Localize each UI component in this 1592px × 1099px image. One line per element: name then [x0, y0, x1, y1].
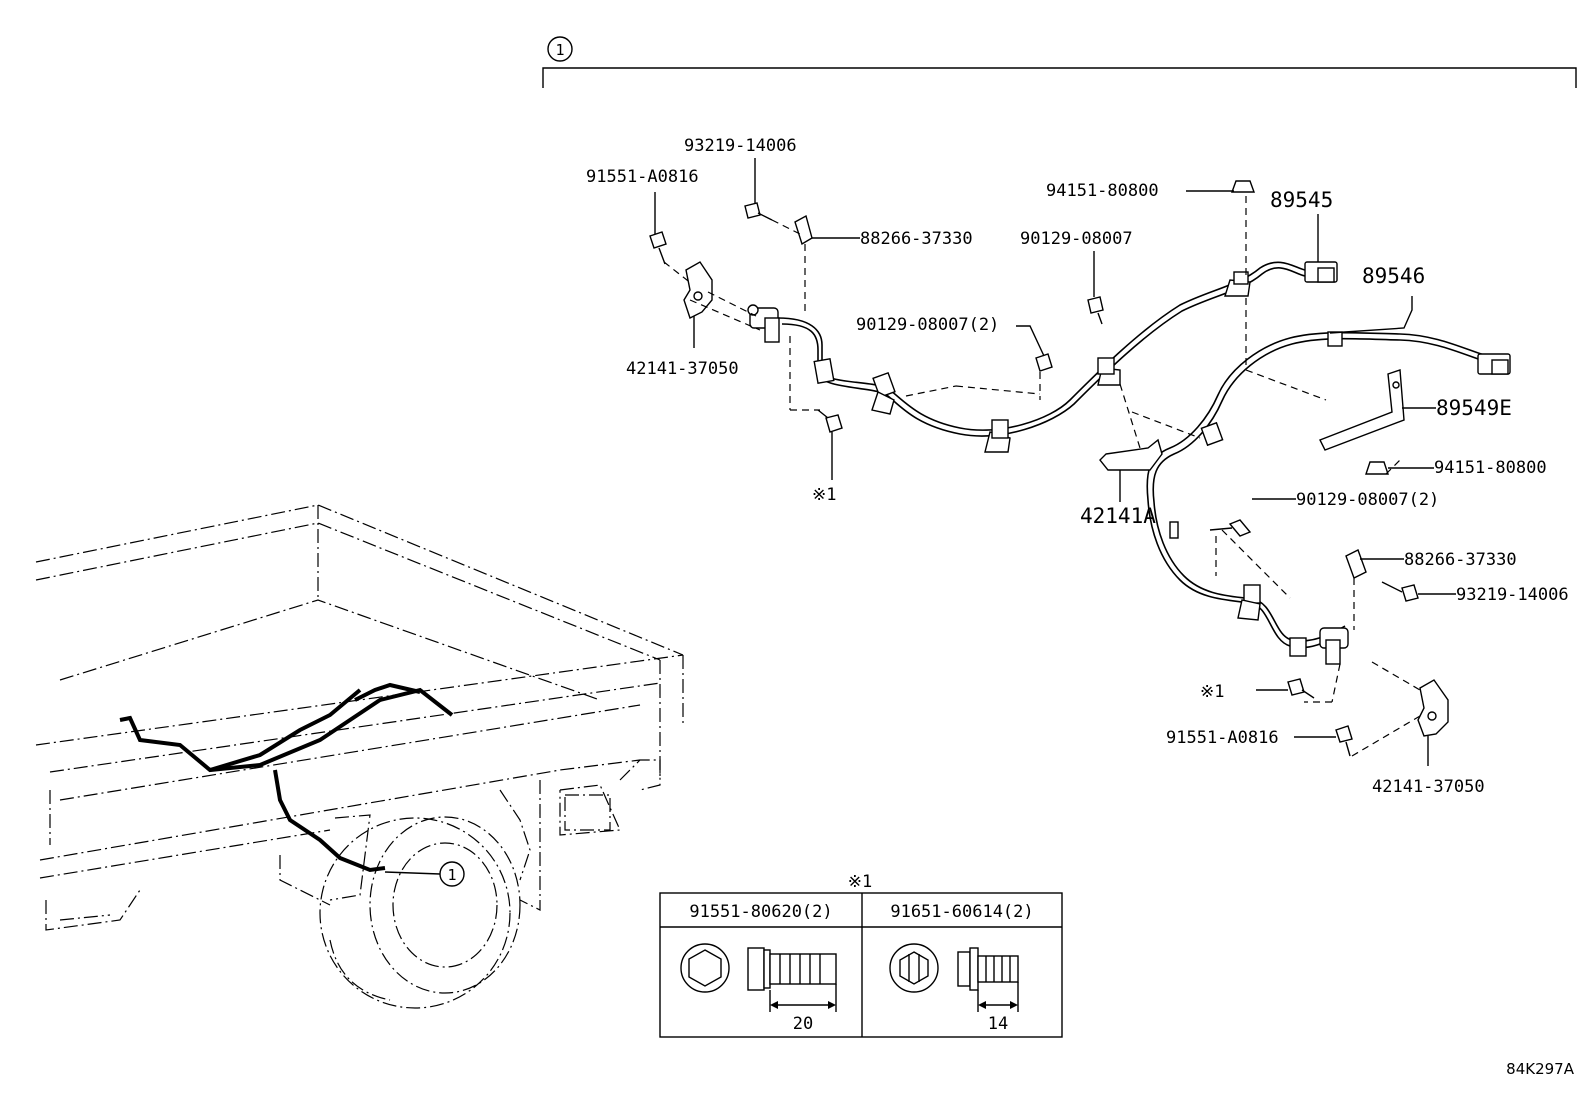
- nut-94151-top: [1231, 180, 1255, 193]
- truck-callout-number: 1: [447, 866, 456, 884]
- bolt-90129-mid: [1035, 353, 1053, 372]
- inset-col2-part: 91651-60614(2): [890, 902, 1033, 922]
- washer-bolt-drawing: 14: [889, 943, 1019, 1034]
- illustration-code: 84K297A: [1506, 1060, 1575, 1078]
- label-42141A: 42141A: [1080, 504, 1156, 528]
- inset-title: ※1: [848, 872, 872, 892]
- label-91551-top: 91551-A0816: [586, 167, 699, 187]
- label-89549E: 89549E: [1436, 396, 1512, 420]
- label-88266-right: 88266-37330: [1404, 550, 1517, 570]
- label-94151-top: 94151-80800: [1046, 181, 1159, 201]
- fastener-91551-right: [1335, 725, 1353, 757]
- callout-number: 1: [555, 41, 564, 59]
- clamp-88266-right: [1345, 549, 1367, 579]
- note-ref-right: ※1: [1200, 682, 1224, 702]
- label-42141-right: 42141-37050: [1372, 777, 1485, 797]
- clamp-88266-left: [794, 214, 813, 246]
- label-93219-right: 93219-14006: [1456, 585, 1569, 605]
- label-91551-right: 91551-A0816: [1166, 728, 1279, 748]
- bolt-93219-left: [744, 202, 773, 221]
- label-88266-top: 88266-37330: [860, 229, 973, 249]
- label-93219-top: 93219-14006: [684, 136, 797, 156]
- part-labels: 93219-14006 91551-A0816 88266-37330 4214…: [586, 136, 1569, 797]
- bracket-42141A: [1099, 438, 1163, 471]
- label-89545: 89545: [1270, 188, 1333, 212]
- bracket-42141-37050-right: [1417, 679, 1449, 737]
- inset-col1-part: 91551-80620(2): [689, 902, 832, 922]
- fastener-inset-table: ※1 91551-80620(2) 91651-60614(2) 20: [659, 872, 1063, 1038]
- callout-bracket: 1: [542, 36, 1577, 88]
- label-90129-right: 90129-08007(2): [1296, 490, 1439, 510]
- harness-89545: [747, 261, 1338, 453]
- label-90129-top: 90129-08007: [1020, 229, 1133, 249]
- label-94151-right: 94151-80800: [1434, 458, 1547, 478]
- label-42141-top: 42141-37050: [626, 359, 739, 379]
- assembly-lines: [663, 196, 1421, 757]
- fastener-91551-left: [649, 231, 667, 265]
- inset-col1-length: 20: [793, 1014, 813, 1034]
- bolt-90129-right: [1209, 519, 1252, 537]
- note-ref-left: ※1: [812, 485, 836, 505]
- label-90129-mid: 90129-08007(2): [856, 315, 999, 335]
- bracket-42141-37050-left: [683, 261, 713, 319]
- bolt-93219-right: [1381, 581, 1419, 602]
- nut-94151-right: [1365, 461, 1389, 475]
- bolt-90129-top: [1087, 296, 1104, 325]
- bolt-note-left: [817, 409, 843, 433]
- bolt-note-right: [1287, 678, 1315, 699]
- leader-lines: [654, 158, 1456, 766]
- label-89546: 89546: [1362, 264, 1425, 288]
- truck-illustration: 1: [35, 504, 684, 1009]
- inset-col2-length: 14: [988, 1014, 1008, 1034]
- bracket-89549E: [1319, 369, 1405, 451]
- flange-bolt-drawing: 20: [680, 943, 837, 1034]
